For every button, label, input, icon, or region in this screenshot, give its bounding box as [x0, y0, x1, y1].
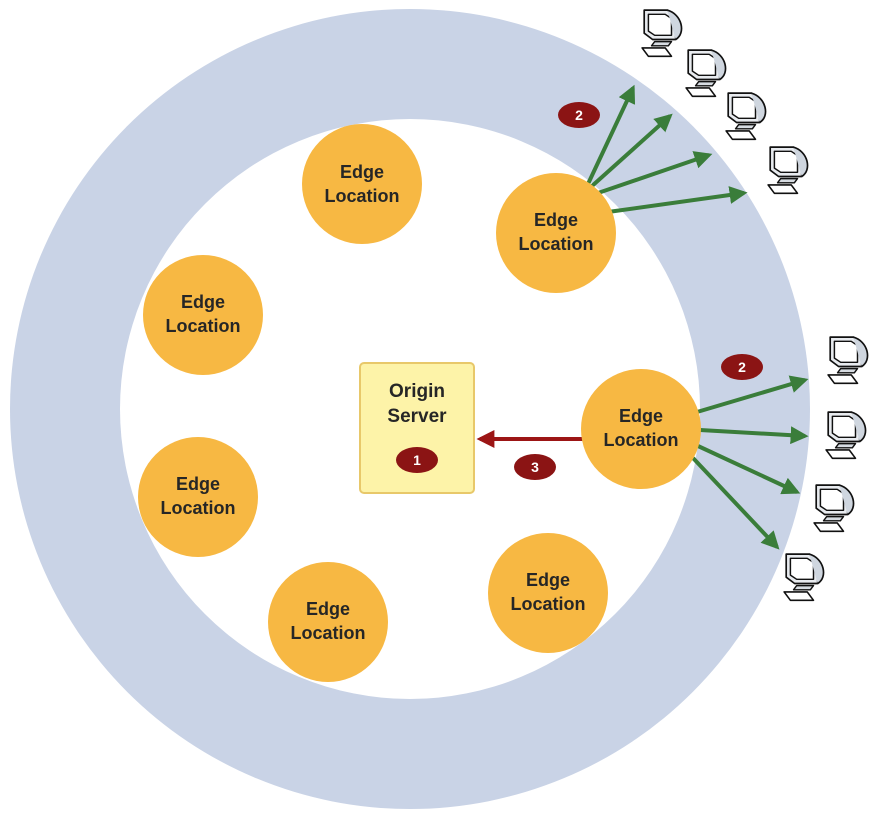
edge-location: Edge Location [302, 124, 422, 244]
edge-location: Edge Location [143, 255, 263, 375]
edge-location: Edge Location [496, 173, 616, 293]
step-badge [721, 354, 763, 380]
delivery-arrow [590, 113, 673, 188]
edge-location-circle [302, 124, 422, 244]
edge-location-label-line2: Location [161, 498, 236, 518]
step-badge [514, 454, 556, 480]
step-badge-1-label: 1 [413, 452, 421, 468]
edge-location-circle [268, 562, 388, 682]
delivery-arrow [696, 375, 809, 414]
origin-server: Origin Server 1 [359, 362, 475, 494]
edge-location-label-line1: Edge [176, 474, 220, 494]
edge-location-circle [581, 369, 701, 489]
step-badge-label: 2 [738, 359, 746, 375]
origin-server-box [359, 362, 475, 494]
desktop-computer-icon [825, 411, 867, 460]
step-badge-2-right: 2 [721, 354, 763, 380]
desktop-computer-icon [641, 9, 683, 58]
edge-location: Edge Location [138, 437, 258, 557]
step-badge-1 [396, 447, 438, 473]
delivery-arrow [697, 444, 801, 495]
edge-location-label-line2: Location [166, 316, 241, 336]
origin-server-title-line2: Server [387, 406, 447, 427]
edge-location-label-line1: Edge [619, 406, 663, 426]
edge-location-label-line2: Location [511, 594, 586, 614]
edge-location-circle [138, 437, 258, 557]
delivery-arrow [699, 426, 809, 445]
edge-location-circle [496, 173, 616, 293]
edge-location-circle [488, 533, 608, 653]
edge-location-label-line1: Edge [526, 570, 570, 590]
step-badge-label: 2 [575, 107, 583, 123]
delivery-arrow [607, 186, 748, 214]
desktop-computer-icon [813, 484, 855, 533]
desktop-computer-icon [685, 49, 727, 98]
edge-location-label-line2: Location [291, 623, 366, 643]
delivery-arrow [586, 84, 636, 185]
edge-location-label-line1: Edge [340, 162, 384, 182]
desktop-computer-icon [767, 146, 809, 195]
edge-location-label-line1: Edge [181, 292, 225, 312]
step-badge-label: 3 [531, 459, 539, 475]
edge-location-label-line2: Location [325, 186, 400, 206]
delivery-arrow [597, 151, 713, 195]
edge-location-label-line2: Location [519, 234, 594, 254]
edge-location-label-line1: Edge [306, 599, 350, 619]
desktop-computer-icon [827, 336, 869, 385]
origin-server-title-line1: Origin [389, 381, 445, 402]
desktop-computer-icon [725, 92, 767, 141]
top-delivery-arrows [586, 84, 748, 214]
delivery-arrow [691, 456, 780, 550]
edge-location-label-line1: Edge [534, 210, 578, 230]
desktop-computer-icon [783, 553, 825, 602]
right-delivery-arrows [691, 375, 809, 550]
edge-location-circle [143, 255, 263, 375]
edge-location: Edge Location [488, 533, 608, 653]
step-badge-2-top: 2 [558, 102, 600, 128]
edge-location-label-line2: Location [604, 430, 679, 450]
step-badge-3: 3 [514, 454, 556, 480]
edge-location: Edge Location [268, 562, 388, 682]
edge-location: Edge Location [581, 369, 701, 489]
step-badge [558, 102, 600, 128]
